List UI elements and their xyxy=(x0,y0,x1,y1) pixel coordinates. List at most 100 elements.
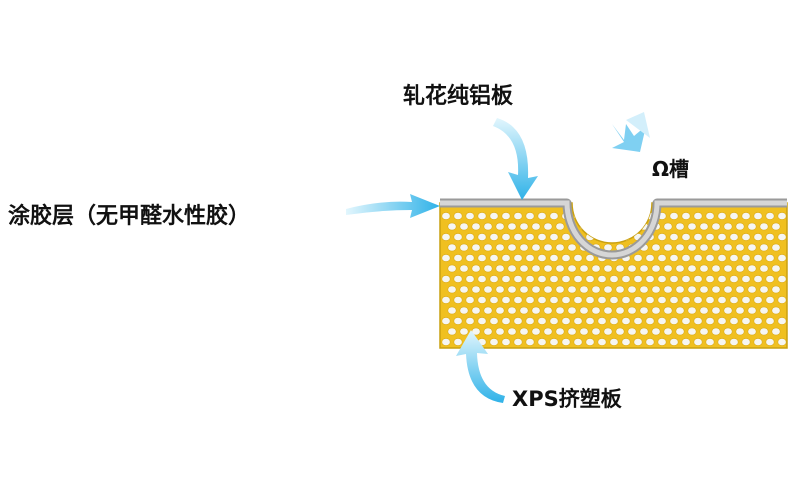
foam-cell xyxy=(741,275,751,283)
foam-cell xyxy=(657,317,667,325)
foam-cell xyxy=(669,275,679,283)
foam-cell xyxy=(609,296,619,304)
foam-cell xyxy=(537,296,547,304)
foam-cell xyxy=(687,327,697,336)
foam-cell xyxy=(579,327,589,336)
foam-cell xyxy=(531,306,541,315)
foam-cell xyxy=(621,317,631,325)
foam-cell xyxy=(753,212,763,220)
foam-cell xyxy=(603,222,613,231)
foam-cell xyxy=(771,222,781,231)
foam-cell xyxy=(621,296,631,304)
foam-cell xyxy=(585,296,595,304)
foam-cell xyxy=(759,264,769,273)
foam-cell xyxy=(441,317,451,325)
foam-cell xyxy=(519,327,529,336)
foam-cell xyxy=(741,317,751,325)
foam-cell xyxy=(675,222,685,231)
foam-cell xyxy=(711,243,721,252)
foam-cell xyxy=(699,264,709,273)
foam-cell xyxy=(447,243,457,252)
foam-cell xyxy=(675,243,685,252)
foam-cell xyxy=(639,264,649,273)
foam-cell xyxy=(759,243,769,252)
foam-cell xyxy=(531,264,541,273)
xps-foam-board xyxy=(439,202,788,349)
foam-cell xyxy=(711,285,721,294)
foam-cell xyxy=(621,338,631,346)
foam-cell xyxy=(543,222,553,231)
foam-cell xyxy=(507,243,517,252)
foam-cell xyxy=(615,306,625,315)
foam-cell xyxy=(657,254,667,262)
foam-cell xyxy=(717,233,727,241)
foam-cell xyxy=(615,285,625,294)
foam-cell xyxy=(561,317,571,325)
foam-cell xyxy=(513,317,523,325)
foam-cell xyxy=(777,254,787,262)
foam-cell xyxy=(513,338,523,346)
foam-cell xyxy=(687,306,697,315)
foam-cell xyxy=(513,296,523,304)
foam-cell xyxy=(453,233,463,241)
foam-cell xyxy=(651,285,661,294)
foam-cell xyxy=(525,296,535,304)
foam-cell xyxy=(441,233,451,241)
foam-cell xyxy=(765,212,775,220)
foam-cell xyxy=(723,222,733,231)
foam-cell xyxy=(681,275,691,283)
foam-cell xyxy=(723,264,733,273)
foam-cell xyxy=(603,285,613,294)
foam-cell xyxy=(609,338,619,346)
foam-cell xyxy=(645,275,655,283)
aluminum-sheet-arrow xyxy=(493,118,538,200)
foam-cell xyxy=(717,296,727,304)
foam-cell xyxy=(705,233,715,241)
glue-layer-arrow xyxy=(346,194,440,218)
foam-cell xyxy=(459,306,469,315)
foam-cell xyxy=(693,317,703,325)
glue-layer-label: 涂胶层（无甲醛水性胶） xyxy=(8,204,251,229)
foam-cell xyxy=(585,254,595,262)
foam-cell xyxy=(657,338,667,346)
foam-cell xyxy=(729,275,739,283)
foam-cell xyxy=(675,327,685,336)
foam-cell xyxy=(525,317,535,325)
foam-cell xyxy=(573,254,583,262)
foam-cell xyxy=(603,264,613,273)
foam-cell xyxy=(501,233,511,241)
foam-cell xyxy=(591,222,601,231)
foam-cell xyxy=(471,222,481,231)
foam-cell xyxy=(669,233,679,241)
foam-cell xyxy=(717,212,727,220)
foam-cell xyxy=(777,296,787,304)
foam-cell xyxy=(729,338,739,346)
foam-cell xyxy=(723,306,733,315)
foam-cell xyxy=(609,275,619,283)
foam-cell xyxy=(669,212,679,220)
foam-cell xyxy=(543,285,553,294)
foam-cell xyxy=(759,306,769,315)
foam-cell xyxy=(483,327,493,336)
foam-cell xyxy=(543,264,553,273)
foam-cell xyxy=(465,317,475,325)
foam-cell xyxy=(735,327,745,336)
foam-cell xyxy=(531,327,541,336)
foam-cell xyxy=(777,233,787,241)
foam-cell xyxy=(453,296,463,304)
foam-cell xyxy=(495,264,505,273)
foam-cell xyxy=(441,296,451,304)
foam-cell xyxy=(573,317,583,325)
foam-cell xyxy=(753,254,763,262)
foam-cell xyxy=(711,327,721,336)
foam-cell xyxy=(591,327,601,336)
foam-cell xyxy=(681,254,691,262)
foam-cell xyxy=(753,338,763,346)
foam-cell xyxy=(567,243,577,252)
foam-cell xyxy=(771,285,781,294)
foam-cell xyxy=(765,296,775,304)
foam-cell xyxy=(447,222,457,231)
foam-cell xyxy=(477,275,487,283)
foam-cell xyxy=(753,296,763,304)
